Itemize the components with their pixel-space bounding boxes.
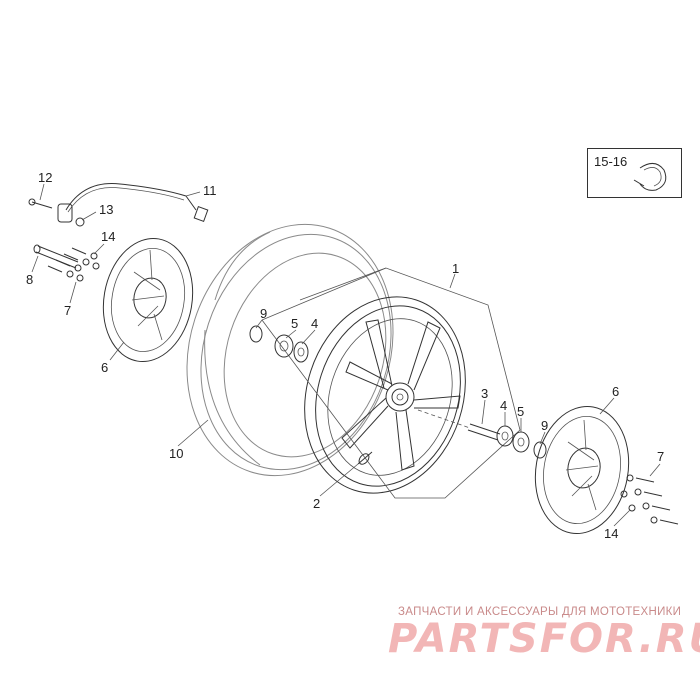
bolts-right <box>620 474 679 525</box>
speed-sensor-cable <box>28 183 209 227</box>
watermark-brand-logo: PARTSFOR.RU <box>388 616 700 662</box>
label-part-14-right: 14 <box>604 526 618 541</box>
tyre <box>186 223 394 477</box>
clamp-inset-drawing <box>633 163 667 191</box>
watermark-tagline: ЗАПЧАСТИ И АКСЕССУАРЫ ДЛЯ МОТОТЕХНИКИ <box>398 606 682 618</box>
label-part-4-left: 4 <box>311 316 318 331</box>
assembly-outline-left <box>299 267 387 301</box>
label-part-3: 3 <box>481 386 488 401</box>
label-part-11: 11 <box>203 183 217 198</box>
label-part-13: 13 <box>99 202 113 217</box>
bearings-spacers <box>249 325 547 459</box>
label-part-14-left: 14 <box>101 229 115 244</box>
bolts-left <box>47 247 100 282</box>
label-part-8: 8 <box>26 272 33 287</box>
label-part-10: 10 <box>169 446 183 461</box>
label-part-5-left: 5 <box>291 316 298 331</box>
label-part-6-right: 6 <box>612 384 619 399</box>
label-part-9-right: 9 <box>541 418 548 433</box>
wheel-rim <box>304 296 466 494</box>
label-part-2: 2 <box>313 496 320 511</box>
part-labels: 1 2 3 4 4 5 5 6 6 7 7 8 9 9 10 11 12 13 … <box>26 170 664 541</box>
label-part-1: 1 <box>452 261 459 276</box>
brake-disc-left <box>102 237 194 363</box>
label-part-7-right: 7 <box>657 449 664 464</box>
leader-lines <box>31 183 661 527</box>
inset-part-label: 15-16 <box>594 154 628 169</box>
label-part-9-left: 9 <box>260 306 267 321</box>
axle <box>417 409 501 441</box>
inset-clamp-box: 15-16 <box>587 148 682 198</box>
axle-left <box>33 244 79 269</box>
label-part-5-right: 5 <box>517 404 524 419</box>
label-part-7-left: 7 <box>64 303 71 318</box>
label-part-4-right: 4 <box>500 398 507 413</box>
label-part-6-left: 6 <box>101 360 108 375</box>
label-part-12: 12 <box>38 170 52 185</box>
